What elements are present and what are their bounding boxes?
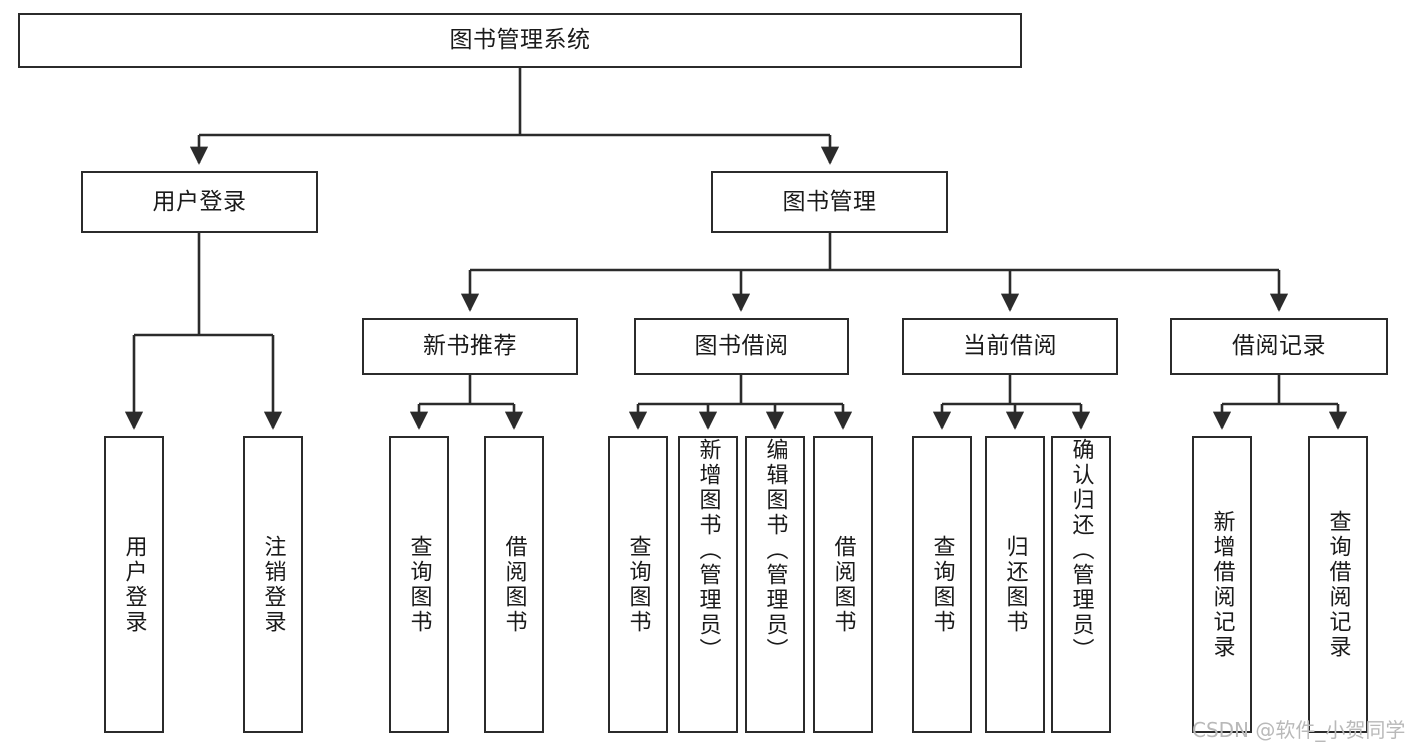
node-leaf-borrow-book-recommend[interactable]: 借阅图书 bbox=[484, 436, 544, 733]
node-leaf-query-book-current[interactable]: 查询图书 bbox=[912, 436, 972, 733]
node-new-book-recommend[interactable]: 新书推荐 bbox=[362, 318, 578, 375]
node-label: 查询图书 bbox=[625, 534, 651, 635]
node-label: 用户登录 bbox=[121, 534, 147, 635]
node-label: 借阅图书 bbox=[830, 534, 856, 635]
node-label: 用户登录 bbox=[152, 188, 247, 215]
csdn-watermark: CSDN @软件_小贺同学 bbox=[1192, 718, 1405, 742]
node-current-borrow[interactable]: 当前借阅 bbox=[902, 318, 1118, 375]
node-label: 当前借阅 bbox=[963, 333, 1057, 360]
node-label: 查询借阅记录 bbox=[1325, 509, 1351, 660]
node-label: 新增图书（管理员） bbox=[695, 438, 721, 663]
node-label: 图书管理系统 bbox=[449, 27, 591, 54]
node-label: 查询图书 bbox=[929, 534, 955, 635]
node-leaf-return-book[interactable]: 归还图书 bbox=[985, 436, 1045, 733]
node-leaf-logout[interactable]: 注销登录 bbox=[243, 436, 303, 733]
node-leaf-confirm-return-admin[interactable]: 确认归还（管理员） bbox=[1051, 436, 1111, 733]
node-leaf-user-login[interactable]: 用户登录 bbox=[104, 436, 164, 733]
node-book-borrow[interactable]: 图书借阅 bbox=[634, 318, 849, 375]
node-label: 借阅图书 bbox=[501, 534, 527, 635]
node-label: 借阅记录 bbox=[1232, 333, 1326, 360]
node-leaf-edit-book-admin[interactable]: 编辑图书（管理员） bbox=[745, 436, 805, 733]
node-leaf-add-book-admin[interactable]: 新增图书（管理员） bbox=[678, 436, 738, 733]
node-book-management[interactable]: 图书管理 bbox=[711, 171, 948, 233]
node-label: 确认归还（管理员） bbox=[1068, 438, 1094, 663]
node-leaf-borrow-book[interactable]: 借阅图书 bbox=[813, 436, 873, 733]
node-label: 注销登录 bbox=[260, 534, 286, 635]
node-leaf-query-borrow-record[interactable]: 查询借阅记录 bbox=[1308, 436, 1368, 733]
node-label: 归还图书 bbox=[1002, 534, 1028, 635]
node-leaf-add-borrow-record[interactable]: 新增借阅记录 bbox=[1192, 436, 1252, 733]
node-leaf-query-book-borrow[interactable]: 查询图书 bbox=[608, 436, 668, 733]
node-label: 查询图书 bbox=[406, 534, 432, 635]
node-user-login[interactable]: 用户登录 bbox=[81, 171, 318, 233]
node-label: 新增借阅记录 bbox=[1209, 509, 1235, 660]
node-root-book-management-system[interactable]: 图书管理系统 bbox=[18, 13, 1022, 68]
node-label: 图书管理 bbox=[782, 188, 877, 215]
node-leaf-query-book-recommend[interactable]: 查询图书 bbox=[389, 436, 449, 733]
node-borrow-record[interactable]: 借阅记录 bbox=[1170, 318, 1388, 375]
node-label: 图书借阅 bbox=[694, 333, 789, 360]
node-label: 编辑图书（管理员） bbox=[762, 438, 788, 663]
node-label: 新书推荐 bbox=[423, 333, 517, 360]
